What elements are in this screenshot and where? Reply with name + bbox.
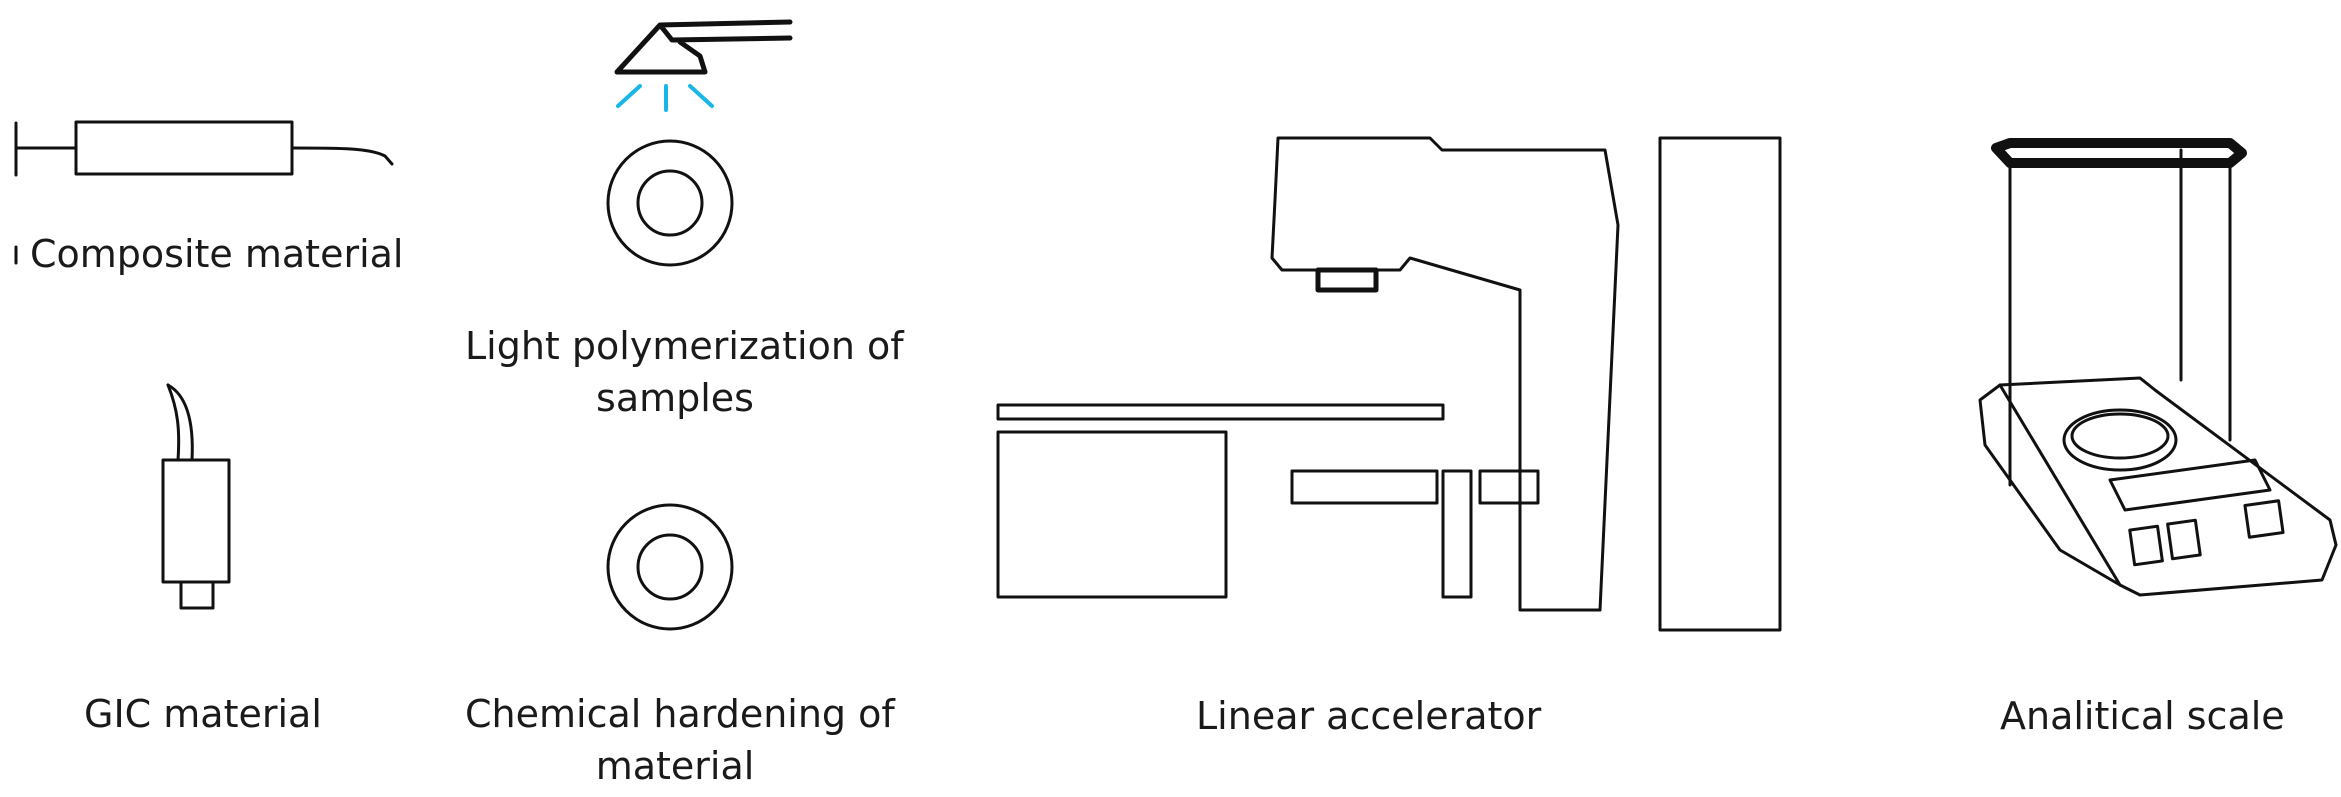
linear-accelerator-label: Linear accelerator — [1196, 694, 1542, 738]
analytical-balance-icon — [1978, 138, 2338, 597]
gic-capsule-icon — [161, 383, 231, 610]
syringe-icon — [14, 120, 394, 177]
sample-disc-icon — [606, 503, 734, 631]
light-polymerization-line1: Light polymerization of — [465, 324, 904, 368]
analytical-scale-label: Analitical scale — [2000, 694, 2285, 738]
linear-accelerator-icon — [996, 136, 1782, 632]
chemical-hardening-label: Chemical hardening of material — [465, 688, 895, 792]
light-polymerization-line2: samples — [596, 376, 754, 420]
composite-label: Composite material — [30, 232, 404, 276]
light-polymerization-label: Light polymerization of samples — [465, 320, 904, 424]
curing-light-icon — [614, 19, 793, 112]
chemical-hardening-line2: material — [595, 744, 755, 788]
sample-disc-icon — [606, 139, 734, 267]
gic-label: GIC material — [84, 692, 322, 736]
chemical-hardening-line1: Chemical hardening of — [465, 692, 895, 736]
